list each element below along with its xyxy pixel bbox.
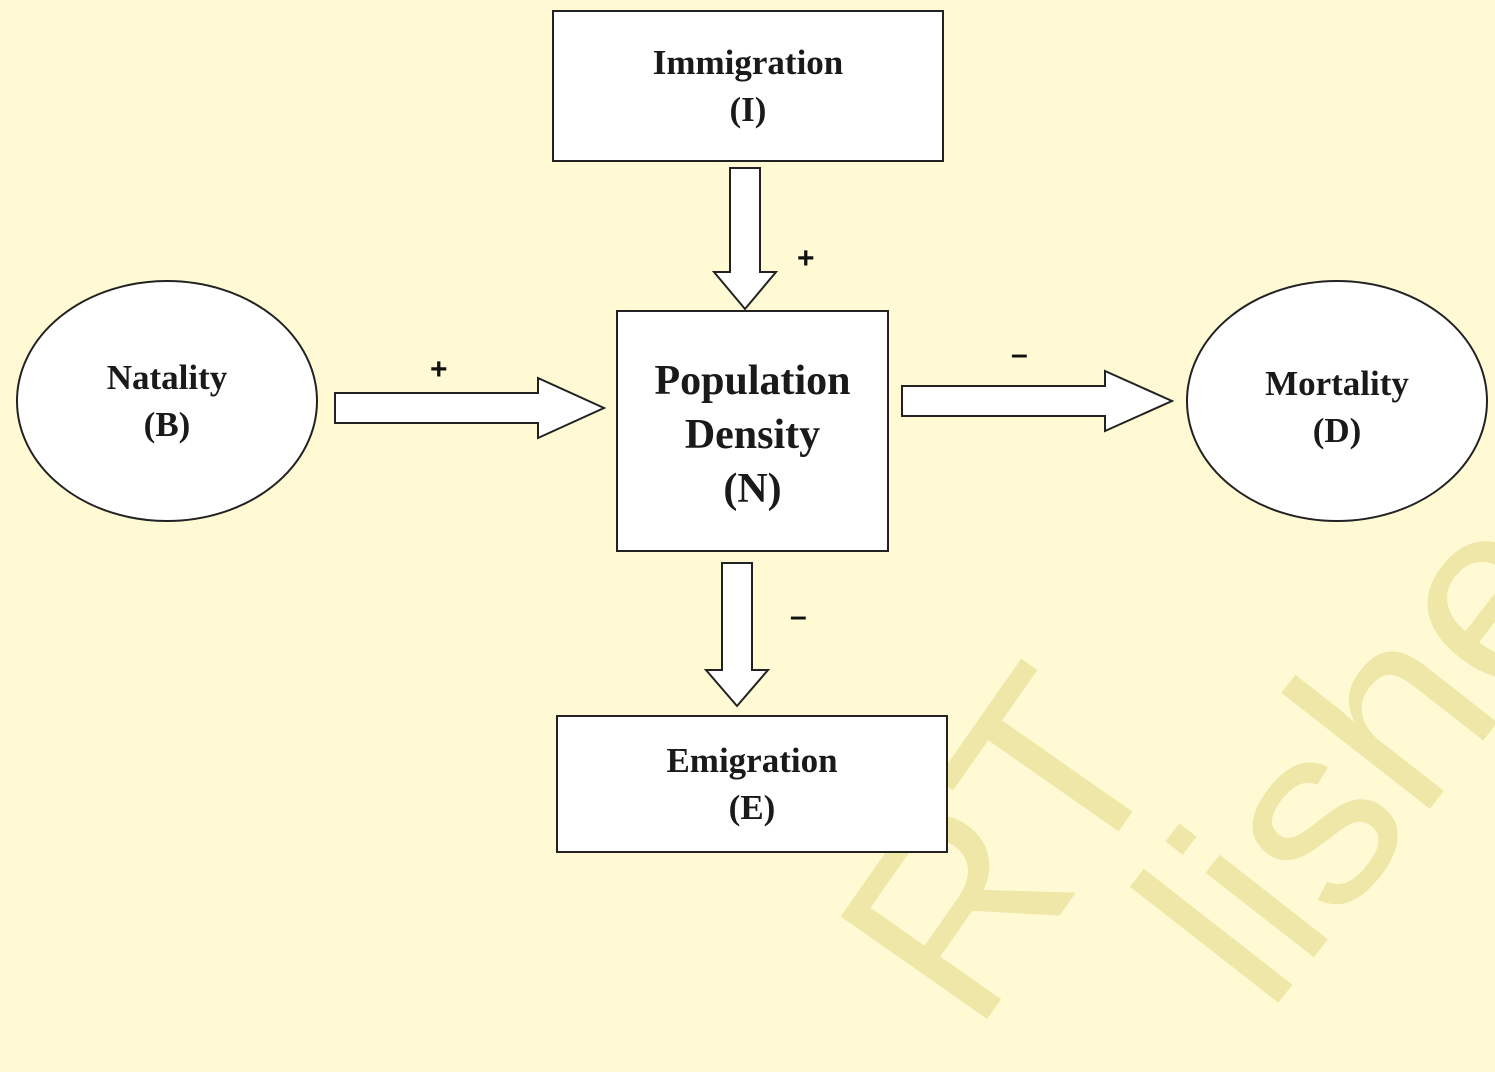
natality-label: Natality (B) <box>17 281 317 521</box>
emigration-box <box>556 715 948 853</box>
immigration-box <box>552 10 944 162</box>
immigration-symbol: (I) <box>729 90 767 129</box>
population-line-1: Population <box>654 358 851 405</box>
natality-ellipse <box>16 280 318 522</box>
mortality-label: Mortality (D) <box>1187 287 1487 527</box>
natality-name: Natality <box>106 357 228 397</box>
immigration-label: Immigration (I) <box>553 11 943 161</box>
emigration-symbol: (E) <box>728 788 776 827</box>
population-density-box <box>616 310 889 552</box>
sign-natality: + <box>430 353 448 386</box>
arrow-population-to-emigration <box>703 562 771 708</box>
arrow-immigration-to-population <box>711 167 779 311</box>
natality-symbol: (B) <box>143 405 191 444</box>
population-line-2: Density <box>684 412 821 459</box>
diagram-shapes <box>16 10 1488 853</box>
mortality-name: Mortality <box>1265 363 1409 403</box>
mortality-symbol: (D) <box>1312 411 1362 450</box>
sign-mortality: – <box>1011 338 1028 371</box>
population-symbol: (N) <box>723 465 782 512</box>
immigration-name: Immigration <box>652 42 844 82</box>
sign-emigration: – <box>790 600 807 633</box>
arrow-population-to-mortality <box>901 369 1175 433</box>
emigration-name: Emigration <box>666 740 838 780</box>
mortality-ellipse <box>1186 280 1488 522</box>
diagram-canvas: RT lished Immigration (I) Natality (B) P… <box>16 10 1495 1069</box>
arrow-natality-to-population <box>334 376 607 440</box>
population-density-label: Population Density (N) <box>617 321 888 551</box>
sign-immigration: + <box>797 242 815 275</box>
emigration-label: Emigration (E) <box>557 716 947 852</box>
